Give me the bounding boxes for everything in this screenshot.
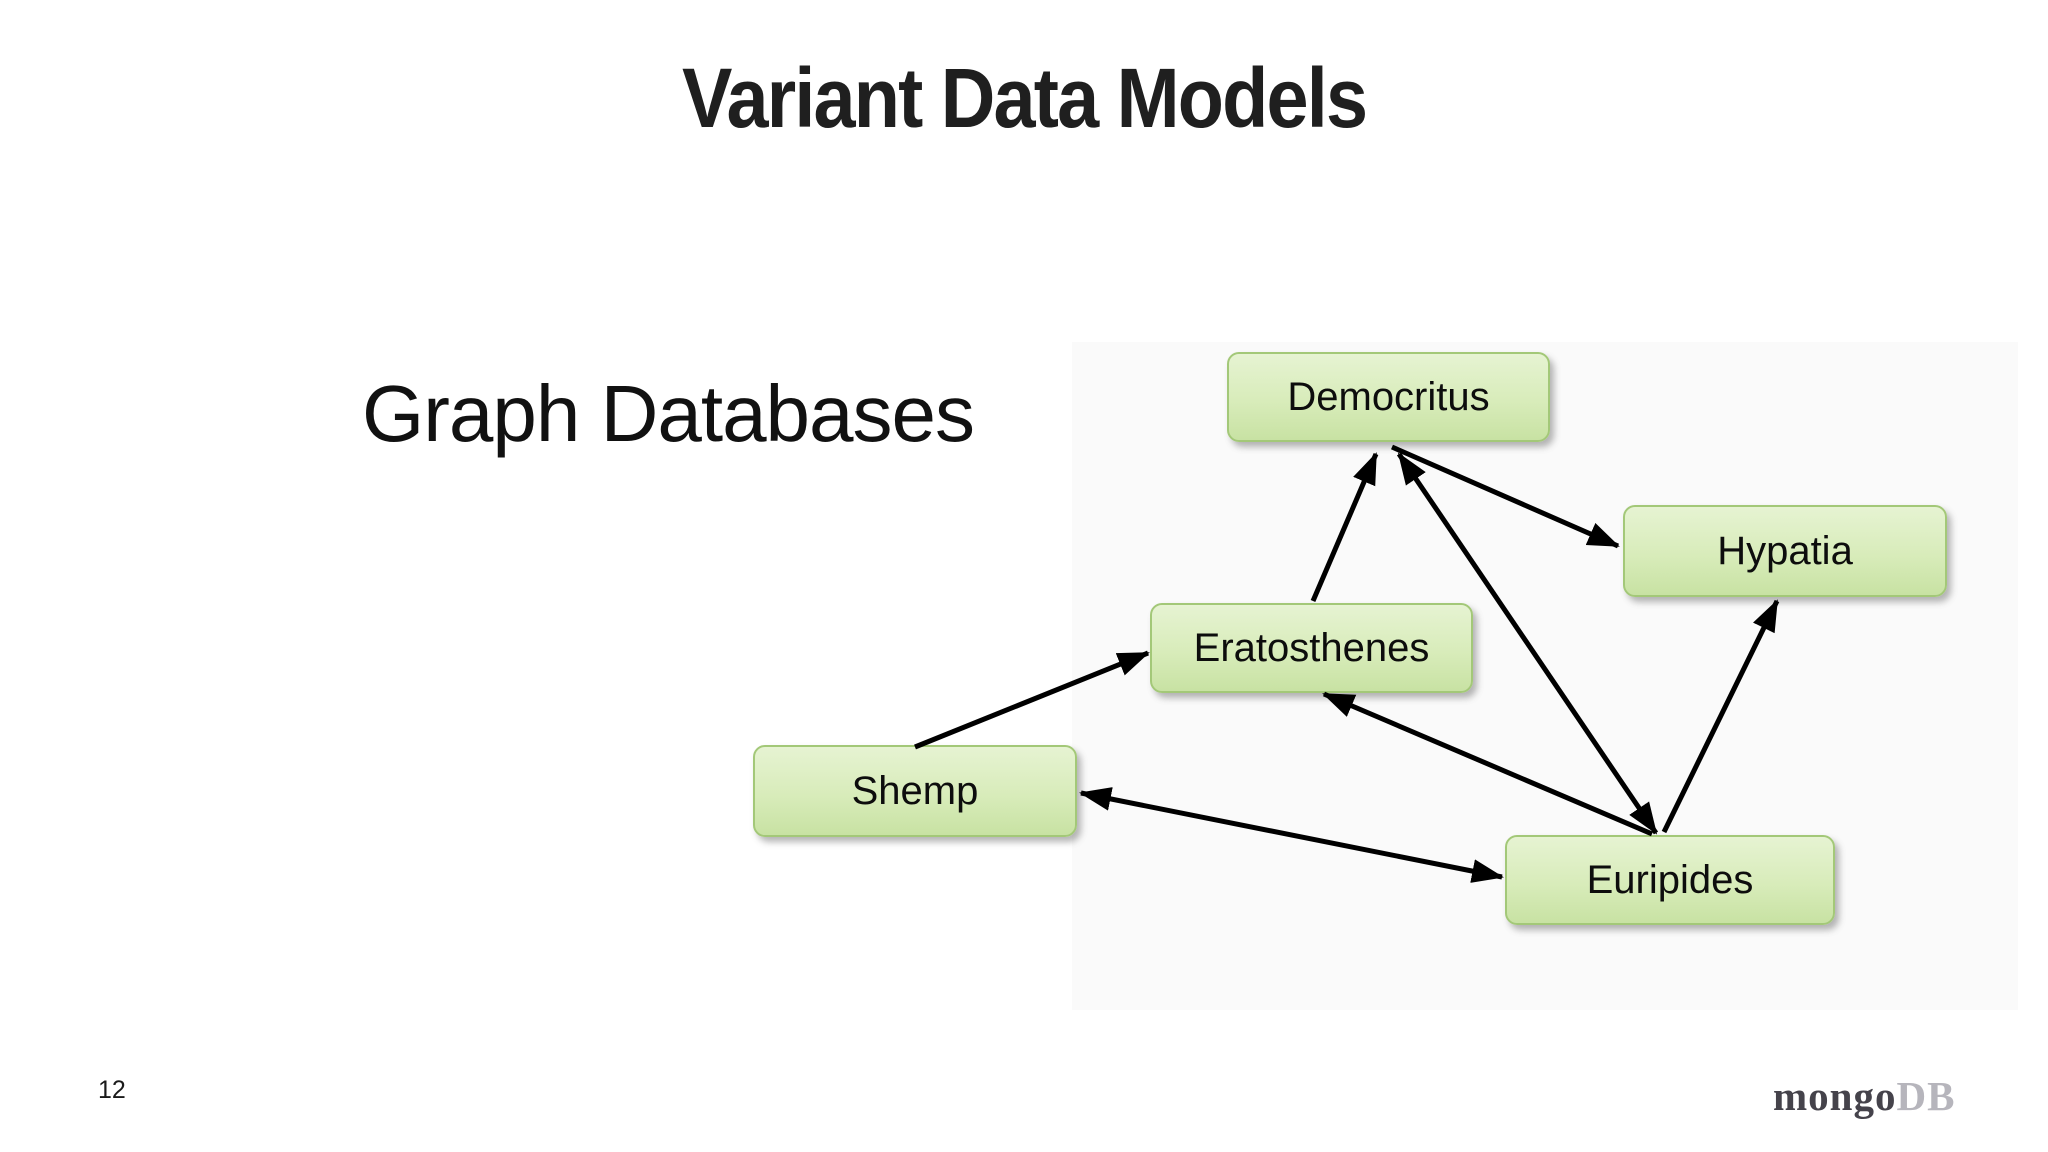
node-label: Democritus [1287, 374, 1490, 419]
node-label: Shemp [851, 768, 979, 813]
node-hypatia: Hypatia [1623, 505, 1947, 597]
node-euripides: Euripides [1505, 835, 1835, 925]
mongodb-logo-db: DB [1896, 1073, 1956, 1119]
mongodb-logo: mongoDB [1773, 1072, 1955, 1120]
page-number: 12 [98, 1076, 126, 1104]
node-label: Hypatia [1717, 528, 1853, 573]
mongodb-logo-mongo: mongo [1773, 1073, 1897, 1119]
node-label: Euripides [1586, 857, 1754, 902]
node-label: Eratosthenes [1193, 625, 1430, 670]
node-eratosthenes: Eratosthenes [1150, 603, 1473, 693]
node-democritus: Democritus [1227, 352, 1550, 442]
slide-title: Variant Data Models [0, 50, 2048, 147]
node-shemp: Shemp [753, 745, 1077, 837]
slide-title-text: Variant Data Models [681, 51, 1368, 145]
subtitle-graph-databases: Graph Databases [362, 369, 975, 458]
